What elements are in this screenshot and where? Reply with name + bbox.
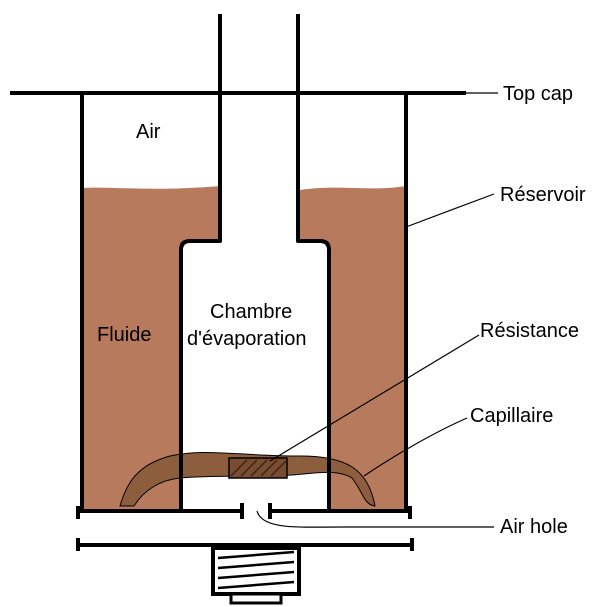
label-top-cap: Top cap	[503, 83, 573, 105]
leader-lines	[256, 92, 498, 528]
label-air-hole: Air hole	[500, 516, 568, 538]
label-capillaire: Capillaire	[470, 405, 553, 427]
resistance-coil	[228, 457, 288, 479]
connector	[211, 546, 301, 605]
chamber-wall-right	[296, 14, 331, 511]
leader-capillaire	[363, 417, 468, 477]
label-resistance: Résistance	[480, 320, 579, 342]
atomizer-outline	[10, 14, 466, 551]
label-fluide: Fluide	[97, 324, 151, 346]
leader-reservoir	[405, 193, 495, 228]
leader-resistance	[269, 334, 480, 462]
evaporation-chamber	[181, 14, 329, 511]
leader-air-hole	[256, 510, 494, 528]
label-chambre-line1: Chambre	[210, 301, 292, 323]
label-reservoir: Réservoir	[500, 184, 586, 206]
chamber-wall-left	[179, 14, 222, 511]
label-chambre-line2: d'évaporation	[187, 328, 306, 350]
label-air: Air	[136, 121, 161, 143]
capillary-wick	[119, 451, 376, 507]
